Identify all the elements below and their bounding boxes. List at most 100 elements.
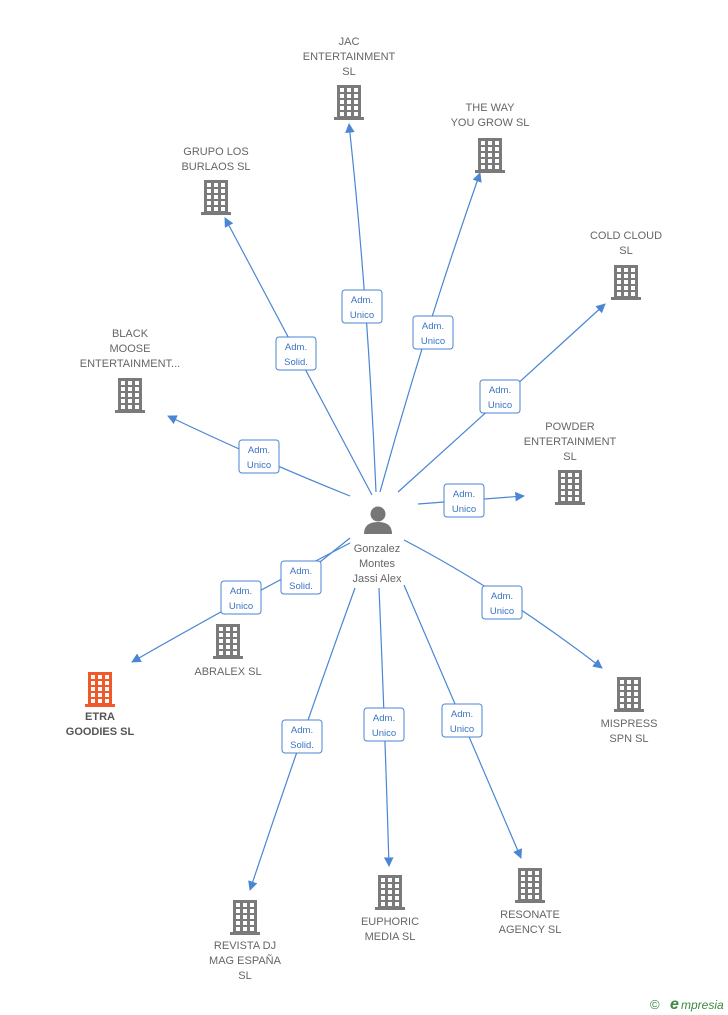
- person-name-line: Gonzalez: [354, 543, 400, 555]
- company-name-line: BLACK: [112, 328, 149, 340]
- role-text: Adm.: [373, 713, 395, 724]
- company-node-powder[interactable]: POWDER ENTERTAINMENT SL: [524, 421, 617, 505]
- building-icon: [611, 265, 641, 300]
- person-icon: [364, 506, 392, 534]
- building-icon: [115, 378, 145, 413]
- role-text: Unico: [452, 504, 476, 515]
- person-name-line: Montes: [359, 558, 396, 570]
- company-name-line: ABRALEX SL: [194, 666, 261, 678]
- company-name-line: RESONATE: [500, 909, 560, 921]
- role-text: Adm.: [351, 295, 373, 306]
- company-node-abralex[interactable]: ABRALEX SL: [194, 624, 262, 678]
- role-badge-euphoric[interactable]: Adm. Unico: [363, 707, 405, 742]
- company-node-euphoric[interactable]: EUPHORIC MEDIA SL: [361, 875, 419, 943]
- building-icon: [230, 900, 260, 935]
- role-badge-grupo[interactable]: Adm. Solid.: [275, 336, 317, 371]
- company-node-theway[interactable]: THE WAY YOU GROW SL: [451, 102, 530, 173]
- company-name-line: ENTERTAINMENT: [303, 51, 396, 63]
- company-node-coldcloud[interactable]: COLD CLOUD SL: [590, 230, 662, 300]
- company-node-revista[interactable]: REVISTA DJ MAG ESPAÑA SL: [209, 900, 282, 982]
- brand-initial: e: [670, 996, 679, 1013]
- building-icon: [201, 180, 231, 215]
- role-text: Unico: [229, 601, 253, 612]
- company-name-line: ENTERTAINMENT: [524, 436, 617, 448]
- company-node-etra[interactable]: ETRA GOODIES SL: [66, 672, 135, 738]
- building-icon: [614, 677, 644, 712]
- role-badge-etra[interactable]: Adm. Unico: [220, 580, 262, 615]
- role-badge-jac[interactable]: Adm. Unico: [341, 289, 383, 324]
- role-text: Solid.: [289, 581, 313, 592]
- person-name-line: Jassi Alex: [353, 573, 402, 585]
- role-text: Adm.: [291, 725, 313, 736]
- company-name-line: ENTERTAINMENT...: [80, 358, 180, 370]
- role-text: Unico: [488, 400, 512, 411]
- role-badge-mispress[interactable]: Adm. Unico: [481, 585, 523, 620]
- company-name-line: REVISTA DJ: [214, 940, 276, 952]
- footer-brand: © e mpresia: [650, 996, 724, 1013]
- role-text: Solid.: [290, 740, 314, 751]
- company-name-line: ETRA: [85, 711, 115, 723]
- role-text: Adm.: [489, 385, 511, 396]
- company-name-line: MISPRESS: [601, 718, 658, 730]
- company-name-line: EUPHORIC: [361, 916, 419, 928]
- company-name-line: SL: [619, 245, 632, 257]
- role-text: Adm.: [248, 445, 270, 456]
- role-text: Unico: [372, 728, 396, 739]
- role-badge-theway[interactable]: Adm. Unico: [412, 315, 454, 350]
- role-text: Unico: [247, 460, 271, 471]
- role-text: Unico: [421, 336, 445, 347]
- company-name-line: MOOSE: [110, 343, 151, 355]
- building-icon: [375, 875, 405, 910]
- edges-layer: [131, 123, 606, 891]
- building-icon: [213, 624, 243, 659]
- role-text: Adm.: [422, 321, 444, 332]
- role-text: Adm.: [491, 591, 513, 602]
- building-icon: [475, 138, 505, 173]
- company-name-line: YOU GROW SL: [451, 117, 530, 129]
- role-text: Unico: [490, 606, 514, 617]
- role-badge-blackmoose[interactable]: Adm. Unico: [238, 439, 280, 474]
- company-name-line: MAG ESPAÑA: [209, 954, 282, 967]
- building-icon: [85, 672, 115, 707]
- company-node-jac[interactable]: JAC ENTERTAINMENT SL: [303, 36, 396, 120]
- company-name-line: AGENCY SL: [499, 924, 562, 936]
- company-name-line: JAC: [339, 36, 360, 48]
- building-icon: [334, 85, 364, 120]
- role-text: Unico: [350, 310, 374, 321]
- role-text: Unico: [450, 724, 474, 735]
- company-name-line: SL: [238, 970, 251, 982]
- company-node-grupo[interactable]: GRUPO LOS BURLAOS SL: [181, 146, 251, 215]
- company-name-line: COLD CLOUD: [590, 230, 662, 242]
- company-name-line: GOODIES SL: [66, 726, 135, 738]
- role-text: Adm.: [451, 709, 473, 720]
- role-text: Solid.: [284, 357, 308, 368]
- edge-labels-layer: Adm.UnicoAdm.UnicoAdm.Solid.Adm.UnicoAdm…: [220, 289, 523, 754]
- company-name-line: SPN SL: [609, 733, 648, 745]
- role-text: Adm.: [453, 489, 475, 500]
- building-icon: [515, 868, 545, 903]
- company-name-line: GRUPO LOS: [183, 146, 248, 158]
- nodes-layer: JAC ENTERTAINMENT SL THE WAY YOU GROW SL GRUP…: [66, 36, 662, 982]
- role-text: Adm.: [285, 342, 307, 353]
- building-icon: [555, 470, 585, 505]
- role-badge-powder[interactable]: Adm. Unico: [443, 483, 485, 518]
- company-name-line: BURLAOS SL: [181, 161, 250, 173]
- role-badge-coldcloud[interactable]: Adm. Unico: [479, 379, 521, 414]
- role-badge-revista[interactable]: Adm. Solid.: [281, 719, 323, 754]
- company-name-line: THE WAY: [466, 102, 516, 114]
- role-badge-resonate[interactable]: Adm. Unico: [441, 703, 483, 738]
- company-node-mispress[interactable]: MISPRESS SPN SL: [601, 677, 658, 745]
- company-node-resonate[interactable]: RESONATE AGENCY SL: [499, 868, 562, 936]
- company-name-line: SL: [342, 66, 355, 78]
- role-text: Adm.: [290, 566, 312, 577]
- role-text: Adm.: [230, 586, 252, 597]
- company-name-line: MEDIA SL: [365, 931, 416, 943]
- role-badge-abralex[interactable]: Adm. Solid.: [280, 560, 322, 595]
- company-name-line: POWDER: [545, 421, 595, 433]
- company-node-blackmoose[interactable]: BLACK MOOSE ENTERTAINMENT...: [80, 328, 180, 413]
- brand-name: mpresia: [681, 998, 724, 1012]
- copyright-symbol: ©: [650, 997, 660, 1012]
- company-name-line: SL: [563, 451, 576, 463]
